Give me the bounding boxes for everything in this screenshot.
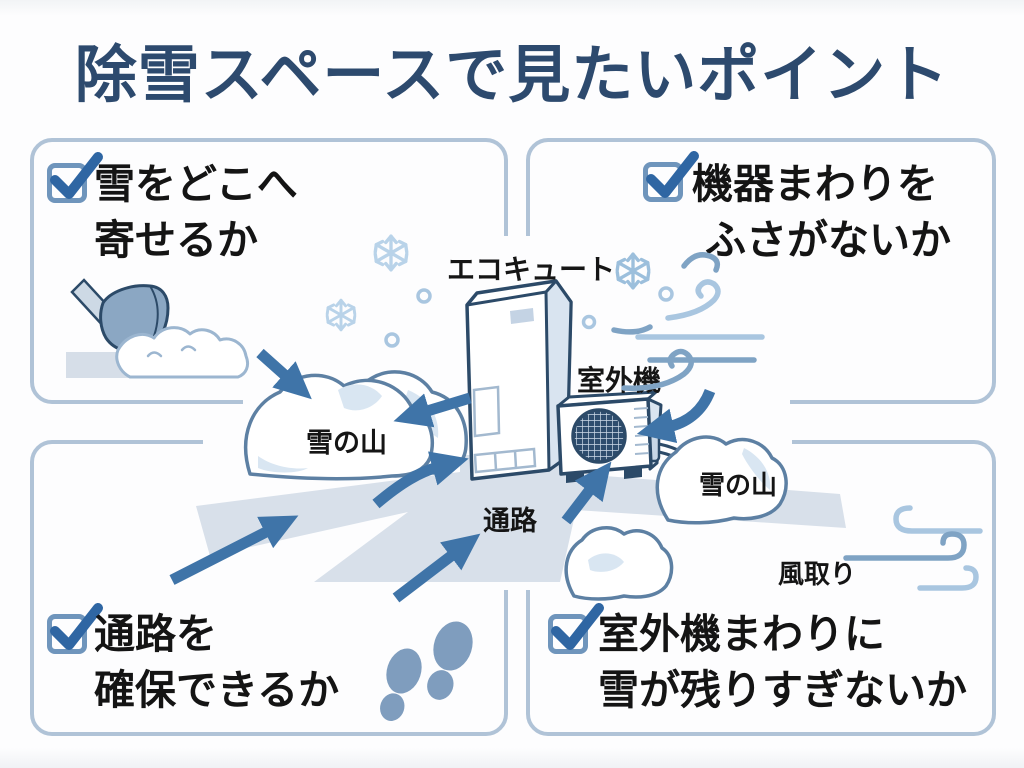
checkbox-checked-icon bbox=[643, 151, 699, 202]
checklist-line: 雪をどこへ bbox=[94, 161, 298, 207]
checklist-line: 寄せるか bbox=[94, 217, 258, 263]
checklist-line: 確保できるか bbox=[94, 667, 340, 713]
checklist-line: 機器まわりを bbox=[692, 161, 938, 207]
panel-text: 機器まわりを ふさがないか bbox=[692, 156, 951, 268]
panel-pathway: 通路を 確保できるか bbox=[30, 440, 508, 736]
checkbox-checked-icon bbox=[47, 152, 103, 203]
panel-snow-destination: 雪をどこへ 寄せるか bbox=[30, 138, 508, 404]
checklist-line: 雪が残りすぎないか bbox=[598, 667, 967, 713]
checkbox-checked-icon bbox=[548, 603, 604, 654]
panel-outdoor-unit-snow: 室外機まわりに 雪が残りすぎないか bbox=[526, 440, 996, 736]
checklist-line: ふさがないか bbox=[705, 217, 951, 263]
panel-equipment-clearance: 機器まわりを ふさがないか bbox=[526, 138, 996, 404]
checklist-line: 室外機まわりに bbox=[598, 611, 885, 657]
page-title: 除雪スペースで見たいポイント bbox=[74, 41, 950, 110]
panel-text: 通路を 確保できるか bbox=[94, 606, 339, 718]
panel-text: 雪をどこへ 寄せるか bbox=[94, 156, 298, 268]
checkbox-checked-icon bbox=[47, 603, 103, 654]
panel-text: 室外機まわりに 雪が残りすぎないか bbox=[598, 606, 967, 718]
checklist-line: 通路を bbox=[94, 611, 217, 657]
